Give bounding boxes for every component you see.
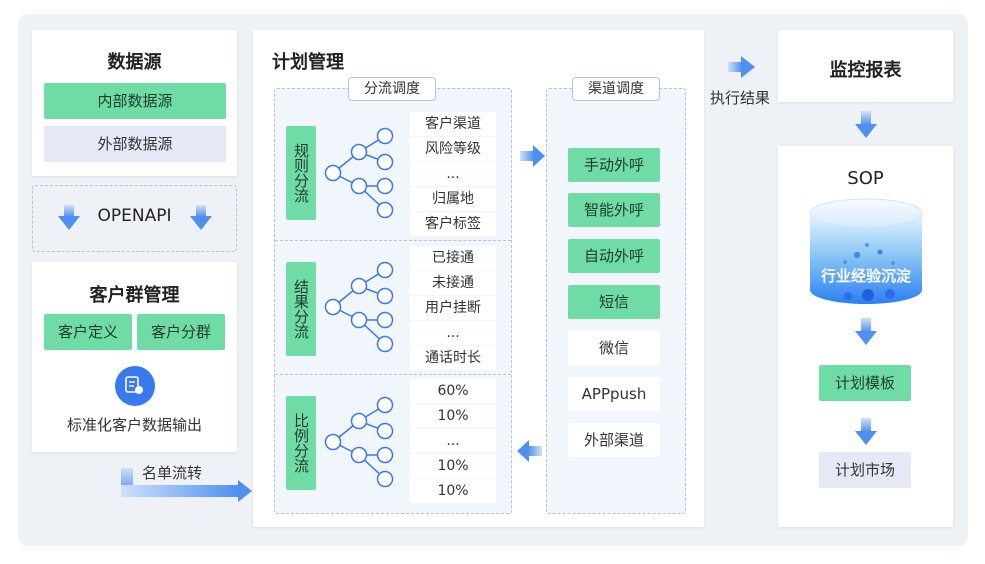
split-to-channel-arrow bbox=[520, 145, 545, 167]
result-leaf: 未接通 bbox=[410, 271, 496, 295]
channel-smart-call: 智能外呼 bbox=[568, 193, 660, 227]
sop-cylinder-icon bbox=[809, 198, 923, 304]
customer-group-panel bbox=[32, 262, 237, 452]
channel-auto-call: 自动外呼 bbox=[568, 239, 660, 273]
list-flow-arrow bbox=[121, 468, 252, 502]
customer-segment: 客户分群 bbox=[137, 314, 225, 350]
rule-leaf: ... bbox=[410, 162, 496, 186]
ratio-split-tag: 比例分流 bbox=[286, 396, 316, 490]
channel-apppush: APPpush bbox=[568, 377, 660, 411]
sop-title: SOP bbox=[847, 168, 884, 189]
list-flow-label: 名单流转 bbox=[142, 464, 203, 482]
datasource-title: 数据源 bbox=[107, 52, 162, 73]
exec-result-label: 执行结果 bbox=[710, 89, 771, 107]
monitor-title: 监控报表 bbox=[829, 60, 902, 81]
customer-data-output: 标准化客户数据输出 bbox=[66, 416, 202, 434]
openapi-arrow-left bbox=[58, 205, 80, 230]
sop-to-template-arrow bbox=[855, 318, 877, 345]
rule-split-tag: 规则分流 bbox=[286, 126, 316, 220]
rule-leaf: 归属地 bbox=[410, 187, 496, 211]
channel-sms: 短信 bbox=[568, 285, 660, 319]
internal-datasource: 内部数据源 bbox=[44, 83, 226, 119]
result-leaf: 用户挂断 bbox=[410, 296, 496, 320]
split-dispatch-tag: 分流调度 bbox=[348, 77, 436, 101]
channel-to-split-arrow bbox=[517, 440, 542, 462]
rule-leaf: 客户渠道 bbox=[410, 112, 496, 136]
ratio-leaf: 60% bbox=[410, 379, 496, 403]
split-divider-1 bbox=[275, 240, 511, 241]
customer-data-icon bbox=[115, 366, 155, 406]
ratio-leaf: 10% bbox=[410, 479, 496, 503]
ratio-leaf: 10% bbox=[410, 404, 496, 428]
channel-external: 外部渠道 bbox=[568, 423, 660, 457]
sop-cylinder-label-overlay: 行业经验沉淀 bbox=[820, 267, 911, 285]
customer-data-glyph bbox=[125, 376, 143, 394]
split-divider-2 bbox=[275, 374, 511, 375]
result-split-tree bbox=[324, 261, 394, 353]
customer-group-title: 客户群管理 bbox=[89, 285, 180, 306]
openapi-arrow-right bbox=[190, 205, 212, 230]
openapi-label: OPENAPI bbox=[97, 206, 172, 226]
result-split-tag: 结果分流 bbox=[286, 262, 316, 356]
ratio-leaf: 10% bbox=[410, 454, 496, 478]
rule-split-tree bbox=[324, 127, 394, 219]
monitor-to-sop-arrow bbox=[855, 111, 877, 138]
exec-result-arrow bbox=[728, 56, 755, 78]
template-to-market-arrow bbox=[855, 418, 877, 445]
channel-dispatch-tag: 渠道调度 bbox=[572, 77, 660, 101]
result-leaf: ... bbox=[410, 321, 496, 345]
plan-title: 计划管理 bbox=[272, 52, 344, 73]
ratio-split-tree bbox=[324, 396, 394, 488]
channel-manual-call: 手动外呼 bbox=[568, 148, 660, 182]
ratio-leaf: ... bbox=[410, 429, 496, 453]
channel-wechat: 微信 bbox=[568, 331, 660, 365]
plan-market: 计划市场 bbox=[819, 452, 911, 488]
rule-leaf: 客户标签 bbox=[410, 212, 496, 236]
customer-define: 客户定义 bbox=[44, 314, 132, 350]
customer-data-icon-overlay bbox=[115, 366, 155, 406]
rule-leaf: 风险等级 bbox=[410, 137, 496, 161]
result-leaf: 已接通 bbox=[410, 246, 496, 270]
result-leaf: 通话时长 bbox=[410, 346, 496, 370]
plan-template: 计划模板 bbox=[819, 365, 911, 401]
monitor-panel bbox=[778, 30, 953, 102]
external-datasource: 外部数据源 bbox=[44, 126, 226, 162]
openapi-box bbox=[32, 185, 237, 252]
